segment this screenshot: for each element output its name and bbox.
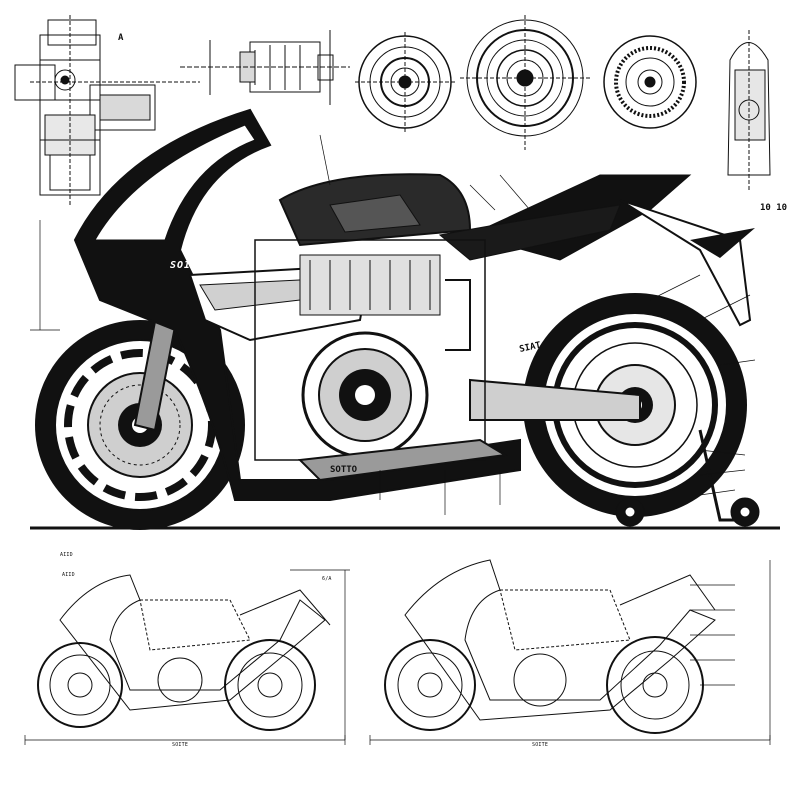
small-dim-lines-right [369, 560, 771, 745]
dim-bottom-right: SOITE [532, 742, 548, 748]
dim-small-left: AIID [60, 552, 73, 558]
small-side-view-right [384, 559, 716, 734]
fairing [73, 108, 521, 501]
dim-top-right-small: 6/A [322, 576, 332, 582]
front-view-detail [727, 30, 771, 190]
brake-disc-detail-1 [355, 32, 455, 132]
motorcycle-side-view: SIAT SOITH [30, 108, 780, 530]
engine [254, 239, 486, 461]
engine-detail-drawing [14, 15, 200, 205]
swingarm-label: SIAT [519, 341, 543, 355]
rear-wheel-detail [460, 15, 590, 150]
exhaust-label: SOTTO [330, 465, 358, 475]
dim-bottom-left: SOITE [172, 742, 188, 748]
rear-tag-label: 10 10 [760, 203, 787, 213]
callout-leaders [30, 134, 756, 515]
exhaust-pipe [297, 438, 508, 482]
fairing-brand-text: SOITH [170, 260, 205, 271]
top-a-mark: A [118, 33, 124, 43]
swing-arm [469, 378, 641, 421]
shock-detail-drawing [180, 30, 350, 105]
dim-small-left-2: AIID [62, 572, 75, 578]
sprocket-detail [603, 35, 697, 129]
small-side-view-left [37, 574, 331, 731]
paddock-stand [615, 429, 760, 527]
small-dim-lines-left [24, 569, 350, 745]
